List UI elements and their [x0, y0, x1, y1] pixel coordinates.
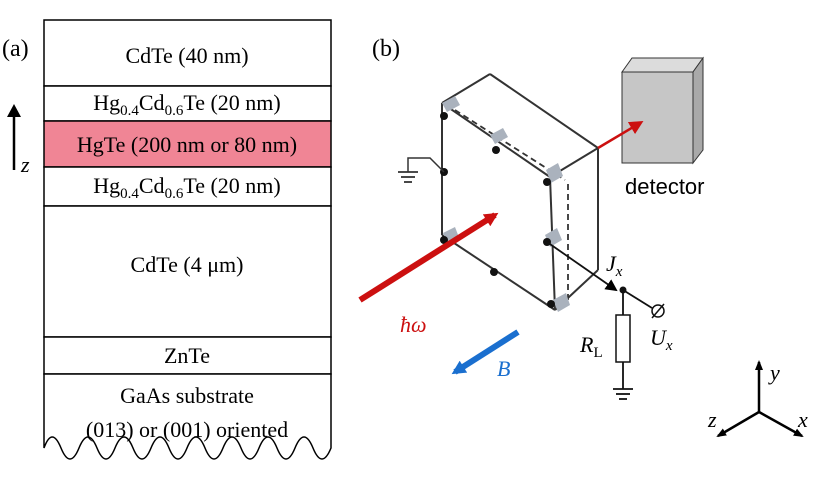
- wire-to-terminal: [622, 289, 653, 309]
- z-axis-arrow-icon: [7, 104, 21, 170]
- current-label: Jx: [606, 251, 623, 280]
- ground-icon-right: [613, 388, 633, 400]
- voltage-label: Ux: [650, 325, 673, 354]
- sample-cube: [441, 73, 599, 311]
- layer-label-cdte-buffer: CdTe (4 μm): [131, 252, 244, 277]
- layer-label-hgcdte-bottom: Hg0.4Cd0.6Te (20 nm): [93, 173, 281, 202]
- layer-hgcdte-bottom: [43, 166, 332, 207]
- panel-a-label: (a): [2, 36, 29, 62]
- photon-label: ħω: [400, 312, 427, 337]
- z-axis-label: z: [20, 152, 30, 177]
- axis-x-label: x: [797, 407, 808, 432]
- layer-label-substrate-line2: (013) or (001) oriented: [86, 417, 288, 442]
- current-arrow-icon: [546, 241, 618, 292]
- layer-label-cdte-cap: CdTe (40 nm): [125, 43, 248, 68]
- layer-label-hgte: HgTe (200 nm or 80 nm): [77, 132, 297, 157]
- coordinate-axes-icon: [716, 360, 804, 438]
- layer-cdte-buffer: [43, 205, 332, 338]
- ground-icon-left: [398, 157, 445, 183]
- panel-b-label: (b): [372, 36, 400, 62]
- magnetic-field-label: B: [497, 356, 510, 381]
- axis-z-label: z: [707, 407, 717, 432]
- voltage-terminal-icon: [651, 303, 665, 319]
- layer-hgcdte-top: [43, 85, 332, 122]
- layer-label-znte: ZnTe: [164, 343, 210, 368]
- detector-label: detector: [625, 174, 705, 199]
- resistor-label: RL: [579, 332, 603, 361]
- load-resistor-icon: [615, 314, 631, 363]
- photon-arrow-icon: [358, 212, 499, 303]
- transmitted-beam-arrow-icon: [597, 120, 644, 150]
- axis-y-label: y: [768, 360, 780, 385]
- magnetic-field-arrow-icon: [451, 329, 520, 375]
- layer-stack: [43, 19, 332, 460]
- layer-label-substrate-line1: GaAs substrate: [120, 383, 254, 408]
- layer-label-hgcdte-top: Hg0.4Cd0.6Te (20 nm): [93, 90, 281, 119]
- layer-znte: [43, 336, 332, 375]
- layer-gaas-substrate: [43, 373, 332, 460]
- contact-dots: [440, 112, 555, 308]
- detector-icon: [621, 56, 704, 165]
